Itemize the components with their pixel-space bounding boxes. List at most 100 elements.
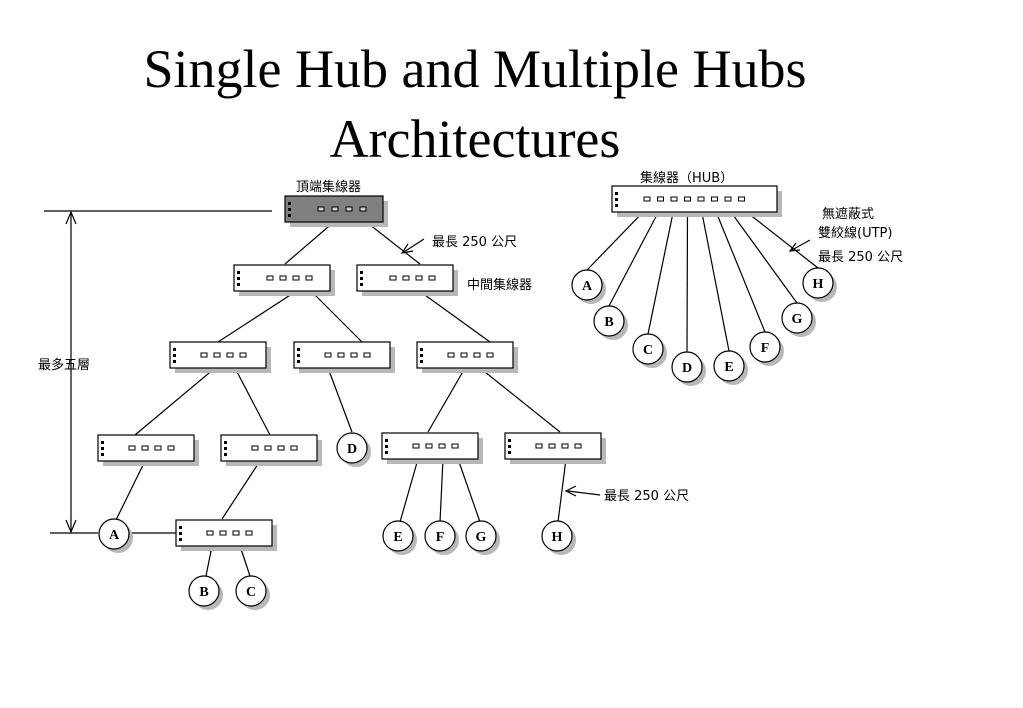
hub-led (179, 532, 182, 535)
hub-led (101, 453, 104, 456)
hub-port (643, 196, 651, 202)
hub-port (290, 445, 298, 451)
node-circle (571, 269, 603, 301)
node-label: C (246, 585, 256, 600)
hub-port (337, 352, 345, 358)
hub-led (508, 439, 511, 442)
node-label: G (792, 312, 803, 327)
hub-l5-1 (175, 519, 277, 551)
hub-led (385, 451, 388, 454)
hub-port (548, 443, 556, 449)
max-layers-label: 最多五層 (38, 357, 90, 373)
node-circle (632, 333, 664, 365)
hub-led (173, 348, 176, 351)
hub-led (101, 441, 104, 444)
hub-l4-2 (220, 434, 322, 466)
hub-port (473, 352, 481, 358)
node-a: A (98, 518, 133, 553)
hub-led (179, 526, 182, 529)
node-label: A (582, 279, 593, 294)
hub-led (420, 348, 423, 351)
hub-port (305, 275, 313, 281)
hub-led (360, 271, 363, 274)
arrow-up (65, 210, 77, 225)
node-label: B (199, 585, 208, 600)
node-circle (382, 520, 414, 552)
connection-line (234, 367, 271, 436)
node-circle (235, 575, 267, 607)
node-label: D (682, 361, 692, 376)
hub-port (226, 352, 234, 358)
single-hub (611, 185, 782, 217)
utp-cable (700, 207, 730, 352)
arrow-icon (788, 242, 801, 252)
connection-line (284, 220, 336, 265)
hub-port (711, 196, 718, 202)
single-node-g: G (781, 302, 816, 337)
hub-port (317, 206, 325, 212)
connection-line (221, 460, 261, 520)
connection-line (399, 458, 419, 523)
hub-port (324, 352, 332, 358)
hub-body (504, 432, 602, 460)
hub-l3-2 (293, 341, 395, 373)
node-circle (336, 432, 368, 464)
arrow-icon (564, 485, 577, 497)
hub-led (615, 198, 618, 201)
hub-port (141, 445, 149, 451)
hub-port (277, 445, 285, 451)
middle-hub-label: 中間集線器 (467, 277, 532, 293)
hub-led (101, 447, 104, 450)
hub-port (425, 443, 433, 449)
utp-label-line2: 雙絞線(UTP) (818, 225, 892, 241)
hub-port (279, 275, 287, 281)
hub-led (237, 277, 240, 280)
node-label: H (552, 530, 563, 545)
hub-led (385, 439, 388, 442)
middle-hub-left (233, 264, 335, 296)
hub-port (232, 530, 240, 536)
node-circle (671, 351, 703, 383)
hub-port (219, 530, 227, 536)
node-circle (713, 350, 745, 382)
single-node-d: D (671, 351, 706, 386)
node-label: E (724, 360, 733, 375)
node-label: B (604, 315, 613, 330)
hub-led (288, 208, 291, 211)
node-circle (781, 302, 813, 334)
node-g: G (465, 520, 500, 555)
node-d: D (336, 432, 371, 467)
connection-line (364, 220, 421, 265)
hub-body (97, 434, 195, 462)
connection-line (791, 239, 811, 251)
hub-port (697, 196, 705, 202)
hub-led (173, 354, 176, 357)
node-label: A (109, 528, 120, 543)
hub-port (657, 196, 664, 202)
hub-port (415, 275, 423, 281)
connection-line (217, 289, 299, 343)
hub-led (179, 538, 182, 541)
hub-led (508, 451, 511, 454)
connection-line (427, 367, 466, 433)
hub-port (266, 275, 274, 281)
hub-led (385, 445, 388, 448)
connection-line (403, 238, 425, 253)
hub-port (128, 445, 136, 451)
node-c: C (235, 575, 270, 610)
arrow-down (65, 519, 77, 534)
hub-l3-1 (169, 341, 271, 373)
hub-port (345, 206, 353, 212)
hub-led (288, 202, 291, 205)
hub-port (213, 352, 221, 358)
node-label: C (643, 343, 653, 358)
hub-led (297, 354, 300, 357)
hub-port (438, 443, 446, 449)
node-circle (465, 520, 497, 552)
page-title-line2: Architectures (329, 109, 621, 169)
hub-port (670, 196, 678, 202)
hub-l3-3 (416, 341, 518, 373)
hub-port (535, 443, 543, 449)
hub-port (738, 196, 745, 202)
node-h: H (541, 520, 576, 555)
